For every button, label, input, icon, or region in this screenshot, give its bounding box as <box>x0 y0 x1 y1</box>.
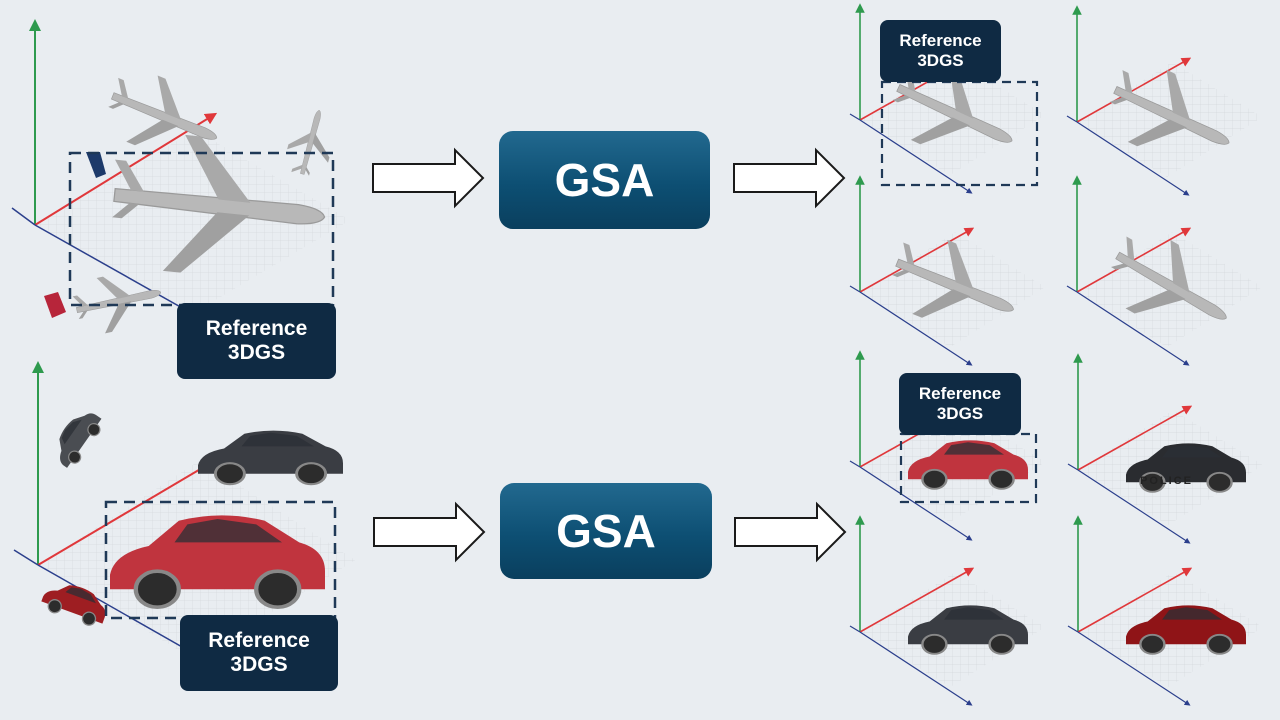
label-line-2: 3DGS <box>230 653 288 676</box>
z-axis <box>1076 121 1190 196</box>
output-panel-red-convertible <box>1067 515 1263 706</box>
z-axis <box>859 291 973 366</box>
gsa-block-bottom: GSA <box>500 483 712 579</box>
gsa-block-top: GSA <box>499 131 710 229</box>
x-axis <box>1077 405 1193 471</box>
z-axis <box>1076 291 1190 366</box>
z-axis-back <box>849 460 861 468</box>
z-axis-back <box>1066 285 1078 293</box>
output-panels: POLICE <box>849 3 1263 706</box>
flow-arrows <box>372 147 847 563</box>
x-axis <box>37 457 220 566</box>
police-car <box>46 404 107 472</box>
output-panel-airplane-red-stripe <box>849 175 1045 366</box>
airplane-red-stripe <box>281 104 341 181</box>
gsa-label: GSA <box>556 505 656 557</box>
police-car-text: POLICE <box>1140 475 1193 487</box>
z-axis-back <box>1066 115 1078 123</box>
x-axis <box>1076 57 1192 123</box>
arrow-bottom-output <box>734 501 847 563</box>
label-line-1: Reference <box>899 31 982 51</box>
z-axis-back <box>1067 463 1079 471</box>
output-panel-airplane-delta-livery <box>1066 5 1262 196</box>
output-panel-airplane-propliner <box>1066 175 1262 366</box>
label-line-1: Reference <box>205 316 308 340</box>
reference-3dgs-label-bottom-output: Reference 3DGS <box>899 373 1021 435</box>
z-axis-back <box>11 207 36 226</box>
label-line-1: Reference <box>208 628 310 652</box>
output-reference-box-top <box>880 80 1039 187</box>
z-axis <box>37 564 206 661</box>
output-panel-police-car <box>1067 353 1263 544</box>
reference-3dgs-label-top-output: Reference 3DGS <box>880 20 1001 82</box>
arrow-top-input <box>372 147 485 209</box>
z-axis-back <box>849 625 861 633</box>
z-axis-back <box>13 549 39 566</box>
delta-tail-livery <box>44 292 66 318</box>
x-axis <box>1077 567 1193 633</box>
top-input-scene <box>11 19 350 339</box>
output-panel-airplane-gray-delta <box>849 3 1045 194</box>
z-axis <box>859 119 973 194</box>
z-axis-back <box>849 113 861 121</box>
label-line-1: Reference <box>918 384 1002 404</box>
z-axis <box>1077 469 1191 544</box>
output-panel-dark-sedan <box>849 515 1045 706</box>
gsa-label: GSA <box>554 154 655 206</box>
z-axis <box>34 224 201 319</box>
arrow-bottom-input <box>373 501 486 563</box>
bottom-input-scene <box>13 361 355 661</box>
x-axis <box>859 567 975 633</box>
reference-3dgs-label-bottom-input: Reference 3DGS <box>180 615 338 691</box>
label-line-2: 3DGS <box>227 341 286 364</box>
reference-3dgs-label-top-input: Reference 3DGS <box>177 303 336 379</box>
z-axis <box>859 631 973 706</box>
x-axis <box>859 227 975 293</box>
airplane-tail-livery <box>86 152 106 178</box>
z-axis-back <box>849 285 861 293</box>
z-axis-back <box>1067 625 1079 633</box>
label-line-2: 3DGS <box>917 51 964 70</box>
dark-sedan <box>196 429 345 486</box>
label-line-2: 3DGS <box>936 404 984 423</box>
arrow-top-output <box>733 147 846 209</box>
z-axis <box>1077 631 1191 706</box>
